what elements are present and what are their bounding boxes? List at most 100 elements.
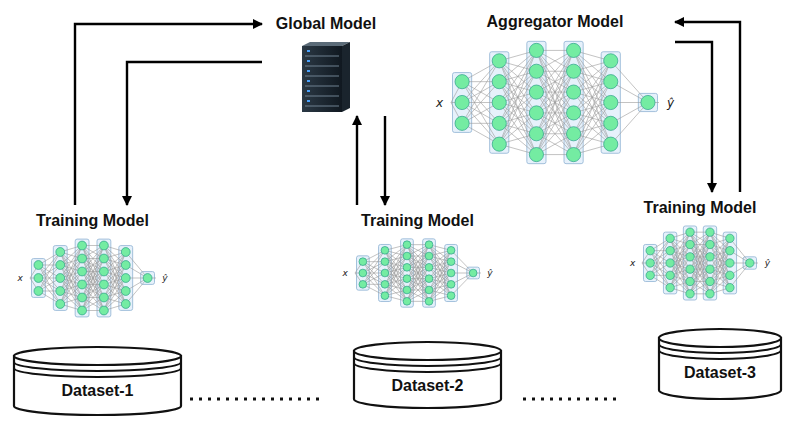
neuron (492, 137, 506, 151)
neuron (381, 258, 389, 266)
neuron (706, 277, 714, 285)
neuron (641, 95, 655, 109)
neuron (604, 54, 618, 68)
neuron (646, 246, 654, 254)
neuron (455, 75, 469, 89)
neuron (381, 246, 389, 254)
neuron (99, 241, 108, 250)
neuron (77, 267, 86, 276)
neuron (359, 280, 367, 288)
neuron (381, 280, 389, 288)
neuron (686, 228, 694, 236)
training-model: Training Model (620, 192, 780, 305)
neuron (425, 275, 433, 283)
neuron (746, 259, 754, 267)
network-io-label: x (436, 97, 443, 109)
neuron (706, 228, 714, 236)
layer-box (638, 93, 657, 111)
neuron (666, 234, 674, 242)
neuron (425, 297, 433, 305)
dataset-cylinder: Dataset-2 (352, 340, 503, 410)
training-model: Training Model (335, 205, 500, 312)
neuron (55, 300, 64, 309)
aggregator-model: Aggregator Model (435, 6, 675, 170)
neuron (666, 283, 674, 291)
node-heading: Global Model (276, 14, 376, 34)
neuron (381, 269, 389, 277)
neuron (567, 106, 581, 120)
neuron (425, 286, 433, 294)
neuron (403, 275, 411, 283)
neuron (686, 290, 694, 298)
neuron (121, 287, 130, 296)
cylinder-outline (352, 340, 503, 410)
neuron (425, 263, 433, 271)
network-illustration (17, 234, 169, 322)
neuron (121, 300, 130, 309)
network-io-label: ŷ (765, 259, 770, 268)
neuron (403, 241, 411, 249)
dataset-cylinder: Dataset-3 (657, 327, 783, 401)
neuron (529, 43, 543, 57)
node-heading: Aggregator Model (487, 12, 624, 32)
neuron (77, 241, 86, 250)
neuron (666, 246, 674, 254)
neuron (646, 271, 654, 279)
neuron (425, 252, 433, 260)
node-heading: Dataset-3 (684, 363, 756, 383)
flow-arrow (356, 116, 358, 205)
neuron (121, 274, 130, 283)
neuron (706, 265, 714, 273)
neuron (359, 258, 367, 266)
neural-network (642, 226, 758, 300)
flow-arrow (675, 22, 740, 192)
neuron (77, 306, 86, 315)
network-illustration (435, 35, 675, 170)
neuron (604, 116, 618, 130)
neuron (55, 248, 64, 257)
neuron (706, 240, 714, 248)
neuron (567, 127, 581, 141)
neuron (726, 271, 734, 279)
neuron (604, 137, 618, 151)
flow-arrow (675, 42, 712, 192)
neuron (604, 75, 618, 89)
neuron (686, 240, 694, 248)
neuron (469, 269, 477, 277)
neuron (447, 292, 455, 300)
neuron (77, 280, 86, 289)
neuron (403, 286, 411, 294)
neuron (55, 287, 64, 296)
neuron (706, 290, 714, 298)
network-io-label: x (18, 274, 23, 283)
server-icon (302, 42, 350, 112)
neuron (99, 306, 108, 315)
layer-box (96, 239, 110, 317)
dataset-cylinder: Dataset-1 (12, 345, 183, 417)
weights (355, 245, 481, 302)
neuron (686, 253, 694, 261)
node-heading: Training Model (644, 198, 757, 218)
node-heading: Training Model (36, 211, 149, 231)
neuron (492, 116, 506, 130)
network-illustration (342, 234, 494, 312)
neuron (143, 274, 152, 283)
neuron (686, 265, 694, 273)
neuron (34, 261, 43, 270)
network-io-label: ŷ (487, 269, 492, 278)
neuron (726, 246, 734, 254)
neuron (55, 274, 64, 283)
layer-box (453, 73, 472, 133)
neuron (34, 274, 43, 283)
server-node: Global Model (262, 8, 390, 116)
node-heading: Dataset-2 (391, 376, 463, 396)
neural-network (355, 239, 481, 307)
neuron (646, 259, 654, 267)
neuron (359, 269, 367, 277)
neuron (447, 258, 455, 266)
layer-box (75, 239, 89, 317)
neuron (55, 261, 64, 270)
ellipsis-dots (190, 395, 320, 401)
neuron (529, 64, 543, 78)
neuron (492, 75, 506, 89)
